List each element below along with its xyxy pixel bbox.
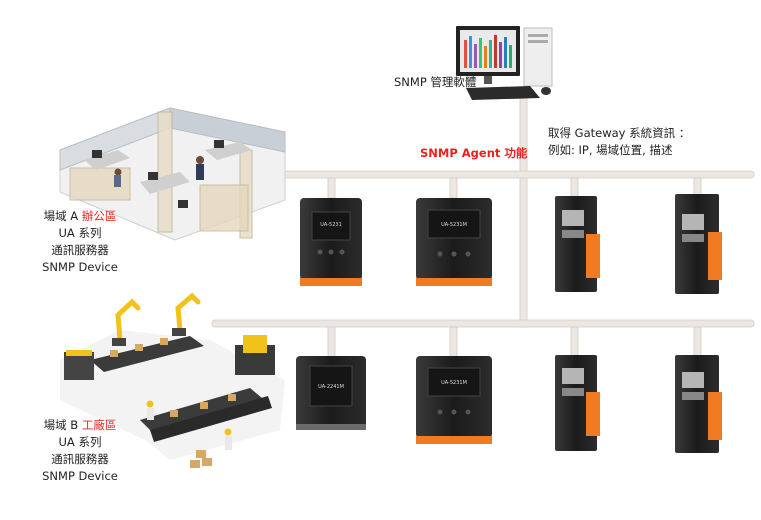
device-model-label: UA-5231M [441,380,467,386]
drop-line [449,177,458,199]
snmp-manager-computer [456,26,553,100]
device-din-rail-bottom-1 [555,355,600,451]
keyboard [466,86,540,100]
device-model-label: UA-5231 [320,222,342,228]
drop-line [570,326,579,358]
site-a-device: SNMP Device [42,260,118,274]
site-b-device: SNMP Device [42,469,118,483]
info-note-line-1: 取得 Gateway 系統資訊 ： [548,126,691,140]
office-scene [59,107,286,241]
site-b-prefix: 場域 B [43,418,82,432]
device-din-rail-top-2 [675,194,722,294]
drop-line [693,326,702,358]
snmp-agent-function-label: SNMP Agent 功能 [420,146,528,160]
drop-line [327,326,336,358]
info-note-line-2: 例如: IP, 場域位置, 描述 [548,143,673,157]
site-b-server: 通訊服務器 [51,452,109,466]
drop-line [570,177,579,199]
trunk-line [519,95,528,328]
site-a-prefix: 場域 A [43,209,82,223]
device-din-rail-top-1 [555,196,600,292]
mouse [541,87,551,95]
drop-line [449,326,458,358]
backbone-line-bottom [211,319,755,328]
site-b-series: UA 系列 [58,435,102,449]
info-note: 取得 Gateway 系統資訊 ： 例如: IP, 場域位置, 描述 [548,125,690,159]
pc-tower [523,27,553,87]
device-model-label: UA-2241M [318,384,344,390]
device-ua-5231-top: UA-5231 [300,198,362,286]
site-a-server: 通訊服務器 [51,243,109,257]
site-a-highlight: 辦公區 [81,209,117,223]
site-a-label: 場域 A 辦公區 UA 系列 通訊服務器 SNMP Device [24,208,136,276]
device-model-label: UA-5231M [441,222,467,228]
backbone-line-top [269,170,755,179]
device-din-rail-bottom-2 [675,355,722,453]
site-b-label: 場域 B 工廠區 UA 系列 通訊服務器 SNMP Device [24,417,136,485]
drop-line [327,177,336,199]
site-a-series: UA 系列 [58,226,102,240]
site-b-highlight: 工廠區 [81,418,117,432]
monitor-screen [460,30,516,72]
device-ua-2241m-bottom: UA-2241M [296,356,366,430]
device-ua-5231m-top: UA-5231M [416,198,492,286]
snmp-manager-label: SNMP 管理軟體 [394,75,477,89]
factory-scene [60,292,285,468]
device-ua-5231m-bottom: UA-5231M [416,356,492,444]
